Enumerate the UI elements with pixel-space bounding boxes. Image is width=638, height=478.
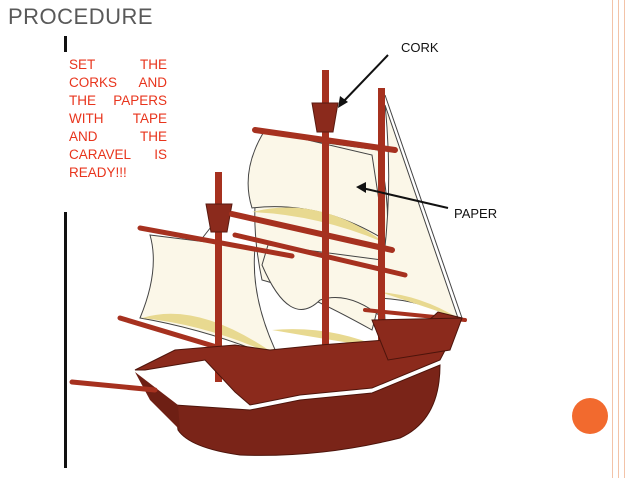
right-decor-line-3	[624, 0, 625, 478]
left-vertical-line	[64, 36, 67, 468]
orange-circle-decor	[572, 398, 608, 434]
slide-title: PROCEDURE	[8, 4, 154, 29]
instruction-text: SET THE CORKS AND THE PAPERS WITH TAPE A…	[69, 57, 167, 180]
right-decor-line-1	[612, 0, 613, 478]
instruction-box	[64, 52, 170, 212]
right-decor-line-2	[618, 0, 619, 478]
cork-label: CORK	[401, 40, 439, 55]
paper-label: PAPER	[454, 206, 498, 221]
